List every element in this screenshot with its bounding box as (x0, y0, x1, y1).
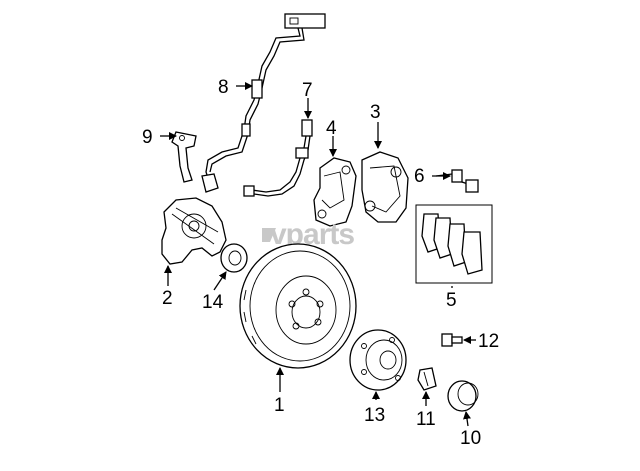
callout-10: 10 (460, 428, 481, 449)
callout-4: 4 (326, 118, 337, 139)
callout-labels: 1 2 3 4 5 6 7 8 9 10 11 12 13 14 (142, 77, 499, 449)
splash-shield-part (161, 197, 227, 265)
callout-12: 12 (478, 331, 499, 352)
sensor-bracket-part (171, 131, 197, 183)
wheel-hub-part (349, 329, 407, 391)
callout-3: 3 (370, 102, 381, 123)
brake-hose-part (243, 119, 313, 197)
callout-13: 13 (364, 405, 385, 426)
callout-7: 7 (302, 80, 313, 101)
callout-2: 2 (162, 288, 173, 309)
callout-11: 11 (416, 409, 436, 430)
abs-sensor-wire-part (201, 13, 326, 193)
callout-leaders (160, 82, 476, 427)
callout-6: 6 (414, 166, 425, 187)
callout-14: 14 (202, 292, 224, 313)
leader-10 (463, 411, 471, 427)
pad-wear-sensor-part (435, 169, 479, 193)
leader-14 (213, 271, 227, 291)
bolt-part (441, 333, 463, 347)
callout-1: 1 (274, 395, 285, 416)
callout-9: 9 (142, 127, 153, 148)
callout-8: 8 (218, 77, 229, 98)
seal-ring-part (220, 243, 248, 273)
brake-rotor-part (239, 243, 357, 369)
nut-part (417, 367, 437, 391)
caliper-bracket-part (313, 157, 357, 227)
brake-pad-set-part (415, 204, 493, 284)
hub-cap-part (447, 380, 479, 412)
brake-caliper-part (361, 151, 409, 223)
callout-5: 5 (446, 290, 457, 311)
